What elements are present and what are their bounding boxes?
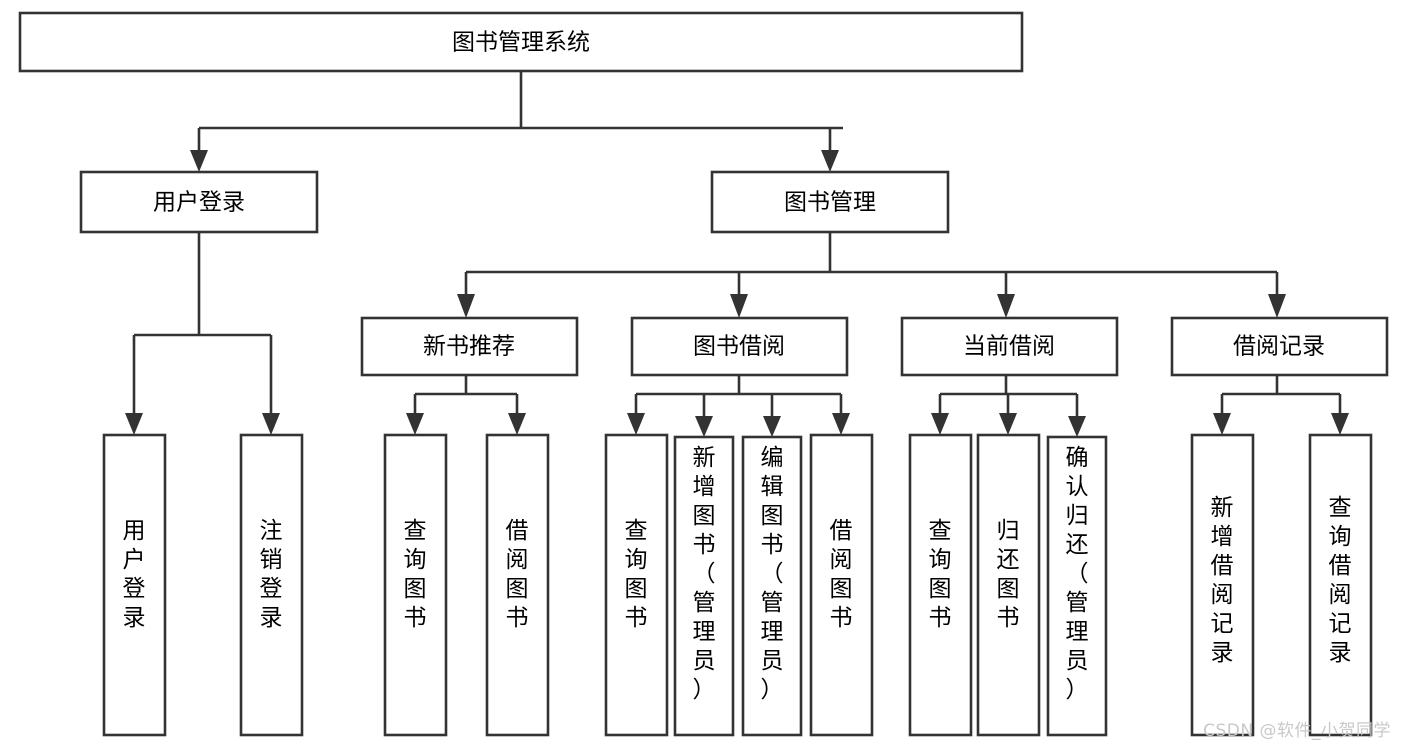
connectors-current-borrow-to-leaves <box>931 375 1086 437</box>
node-new-book-recommend[interactable]: 新书推荐 <box>360 316 579 377</box>
node-new-book-recommend-box[interactable] <box>360 316 579 377</box>
node-borrow-record-label: 借阅记录 <box>1233 334 1325 360</box>
node-book-borrow-box[interactable] <box>630 316 849 377</box>
leaf-query-borrow-record-label: 查询借阅记录 <box>1329 495 1352 666</box>
leaf-borrow-book-borrow-box[interactable] <box>809 433 874 737</box>
arrow-head-leaf-add-record <box>1213 413 1231 435</box>
arrow-head-new-book <box>457 294 475 318</box>
leaf-add-book-admin[interactable]: 新增图书（管理员） <box>673 435 735 737</box>
leaf-query-book-recommend-box[interactable] <box>383 433 448 737</box>
node-borrow-record-box[interactable] <box>1170 316 1389 377</box>
leaf-add-book-admin-label: 新增图书（管理员） <box>693 445 716 703</box>
leaf-edit-book-admin-label: 编辑图书（管理员） <box>761 445 784 703</box>
node-new-book-recommend-label: 新书推荐 <box>423 334 515 360</box>
node-user-login[interactable]: 用户登录 <box>79 170 319 234</box>
arrow-head-leaf-add-book <box>695 416 713 437</box>
leaf-edit-book-admin[interactable]: 编辑图书（管理员） <box>741 435 803 737</box>
leaf-confirm-return-admin-label: 确认归还（管理员） <box>1066 445 1089 703</box>
leaf-user-login-label: 用户登录 <box>123 518 146 631</box>
arrow-head-leaf-borrow-book-2 <box>832 413 850 435</box>
arrow-head-leaf-logout <box>262 413 280 435</box>
node-book-manage[interactable]: 图书管理 <box>710 170 950 234</box>
arrow-head-book-manage <box>821 150 839 172</box>
leaf-user-login[interactable]: 用户登录 <box>102 433 167 737</box>
arrow-head-leaf-edit-book <box>763 416 781 437</box>
arrow-head-leaf-return-book <box>999 413 1017 435</box>
leaf-query-book-recommend[interactable]: 查询图书 <box>383 433 448 737</box>
node-borrow-record[interactable]: 借阅记录 <box>1170 316 1389 377</box>
arrow-head-book-borrow <box>730 294 748 318</box>
arrow-head-user-login <box>190 150 208 172</box>
arrow-head-leaf-user-login <box>125 413 143 435</box>
leaf-confirm-return-admin[interactable]: 确认归还（管理员） <box>1046 435 1108 737</box>
arrow-head-leaf-query-book-3 <box>931 413 949 435</box>
connectors-book-manage-to-level3 <box>457 232 1286 318</box>
leaf-query-book-recommend-label: 查询图书 <box>404 518 427 631</box>
leaf-logout-login-box[interactable] <box>239 433 304 737</box>
leaf-add-borrow-record-box[interactable] <box>1190 433 1255 737</box>
leaf-borrow-book-recommend[interactable]: 借阅图书 <box>485 433 550 737</box>
connectors-user-login-to-leaves <box>125 232 280 435</box>
leaf-return-book[interactable]: 归还图书 <box>976 433 1041 737</box>
leaf-logout-login[interactable]: 注销登录 <box>239 433 304 737</box>
leaf-query-book-borrow-label: 查询图书 <box>625 518 648 631</box>
arrow-head-leaf-confirm-return <box>1068 416 1086 437</box>
leaf-add-book-admin-box[interactable] <box>673 435 735 737</box>
node-root-system-box[interactable] <box>18 11 1024 73</box>
leaf-query-book-current-label: 查询图书 <box>929 518 952 631</box>
arrow-head-leaf-query-book-2 <box>627 413 645 435</box>
leaf-return-book-box[interactable] <box>976 433 1041 737</box>
leaf-borrow-book-borrow[interactable]: 借阅图书 <box>809 433 874 737</box>
leaf-borrow-book-recommend-box[interactable] <box>485 433 550 737</box>
leaf-edit-book-admin-box[interactable] <box>741 435 803 737</box>
node-current-borrow-label: 当前借阅 <box>963 334 1055 360</box>
node-user-login-label: 用户登录 <box>153 190 245 216</box>
node-book-borrow-label: 图书借阅 <box>693 334 785 360</box>
leaf-add-borrow-record[interactable]: 新增借阅记录 <box>1190 433 1255 737</box>
node-root-system-label: 图书管理系统 <box>452 30 590 56</box>
connectors-borrow-record-to-leaves <box>1213 375 1349 435</box>
arrow-head-borrow-record <box>1268 294 1286 318</box>
leaf-query-borrow-record[interactable]: 查询借阅记录 <box>1308 433 1373 737</box>
arrow-head-leaf-query-record <box>1331 413 1349 435</box>
leaf-query-book-borrow-box[interactable] <box>604 433 669 737</box>
leaf-query-book-current-box[interactable] <box>908 433 973 737</box>
leaf-user-login-box[interactable] <box>102 433 167 737</box>
leaf-borrow-book-recommend-label: 借阅图书 <box>506 518 529 631</box>
arrow-head-leaf-query-book-1 <box>406 413 424 435</box>
arrow-head-leaf-borrow-book-1 <box>508 413 526 435</box>
leaf-borrow-book-borrow-label: 借阅图书 <box>830 518 853 631</box>
leaf-query-book-borrow[interactable]: 查询图书 <box>604 433 669 737</box>
node-current-borrow[interactable]: 当前借阅 <box>900 316 1119 377</box>
node-root-system[interactable]: 图书管理系统 <box>18 11 1024 73</box>
node-book-borrow[interactable]: 图书借阅 <box>630 316 849 377</box>
connectors-book-borrow-to-leaves <box>627 375 850 437</box>
leaf-logout-login-label: 注销登录 <box>260 518 283 631</box>
leaf-add-borrow-record-label: 新增借阅记录 <box>1211 495 1234 666</box>
leaf-return-book-label: 归还图书 <box>997 518 1020 631</box>
connectors-new-book-to-leaves <box>406 375 526 435</box>
node-user-login-box[interactable] <box>79 170 319 234</box>
node-book-manage-box[interactable] <box>710 170 950 234</box>
leaf-query-borrow-record-box[interactable] <box>1308 433 1373 737</box>
connectors-root-to-level2 <box>190 71 843 172</box>
leaf-query-book-current[interactable]: 查询图书 <box>908 433 973 737</box>
leaf-confirm-return-admin-box[interactable] <box>1046 435 1108 737</box>
node-current-borrow-box[interactable] <box>900 316 1119 377</box>
arrow-head-current-borrow <box>997 294 1015 318</box>
node-book-manage-label: 图书管理 <box>784 190 876 216</box>
